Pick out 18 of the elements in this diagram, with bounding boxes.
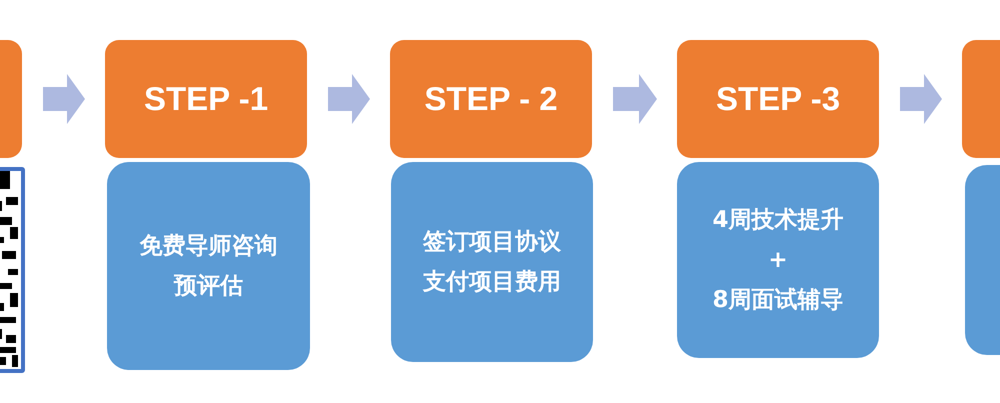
step-detail-box: [677, 162, 879, 358]
step-description: 签订项目协议支付项目费用: [422, 228, 562, 297]
step-detail-box: [107, 162, 310, 370]
step-detail-box: [391, 162, 593, 362]
step-description: 8周面试辅导: [711, 286, 844, 315]
step-title: STEP -1: [144, 80, 268, 118]
step-description: 4周技术提升: [711, 206, 844, 235]
step-header-box: [390, 40, 592, 158]
arrow: [900, 74, 942, 124]
step-description: 免费导师咨询预评估: [138, 232, 278, 301]
step-title: STEP - 2: [424, 80, 558, 118]
step-header-box: [677, 40, 879, 158]
step-title: STEP -3: [716, 80, 840, 118]
step-description: +: [767, 246, 789, 275]
arrow: [328, 74, 370, 124]
step-header-box: [105, 40, 307, 158]
arrow: [613, 74, 657, 124]
arrow: [43, 74, 85, 124]
